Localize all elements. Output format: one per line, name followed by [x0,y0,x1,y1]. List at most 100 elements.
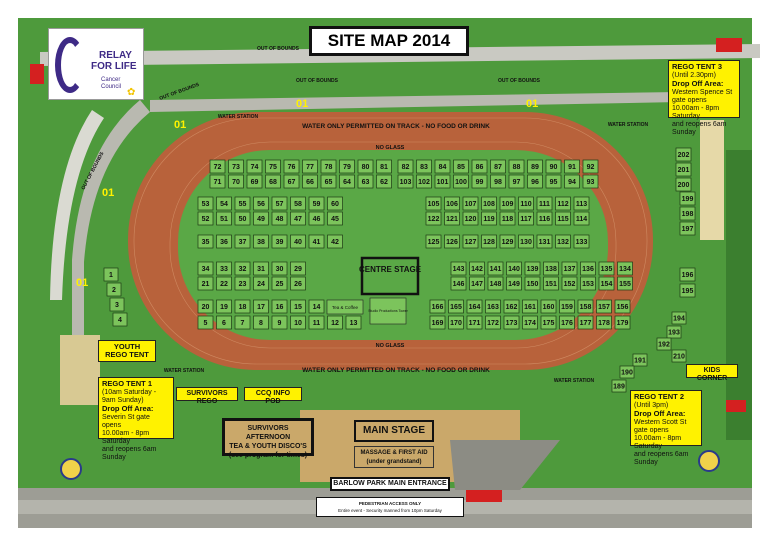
tent-box [448,315,464,330]
tent-number: 40 [294,239,302,246]
tent-number: 173 [506,320,518,327]
tent-195: 195 [679,283,696,298]
tent-126: 126 [444,234,460,249]
tent-box [559,315,575,330]
tent-number: 35 [202,239,210,246]
tent-number: 5 [204,320,208,327]
marker-01-c: 01 [174,119,186,131]
tent-box [524,261,541,276]
tent-box [416,174,432,189]
tent-122: 122 [425,211,442,226]
tent-31: 31 [253,261,269,276]
tent-number: 14 [313,304,321,311]
tent-number: 127 [465,239,477,246]
tent-box [416,159,432,174]
tent-box [197,315,214,330]
tent-number: 107 [465,201,477,208]
tent-number: 175 [543,320,555,327]
tent-71: 71 [209,174,226,189]
tent-box [524,276,541,291]
tent-number: 116 [539,216,550,223]
tent-80: 80 [357,159,374,174]
tent-88: 88 [508,159,525,174]
tent-146: 146 [450,276,467,291]
tent-box [487,276,504,291]
tent-number: 62 [380,179,388,186]
logo-org: Cancer Council [101,77,122,90]
tent-number: 81 [380,164,388,171]
out-of-bounds-3: OUT OF BOUNDS [498,78,541,84]
tent-number: 178 [598,320,610,327]
tent-box [543,276,559,291]
tent-number: 191 [634,357,646,364]
tent-58: 58 [290,196,306,211]
tent-150: 150 [524,276,541,291]
tent-box [320,174,337,189]
tent-box [471,174,488,189]
tent-number: 67 [288,179,296,186]
tent-box [518,234,534,249]
tent-85: 85 [453,159,469,174]
tent-30: 30 [271,261,288,276]
tent-86: 86 [471,159,488,174]
tent-170: 170 [448,315,464,330]
tent-107: 107 [462,196,479,211]
tent-number: 55 [239,201,247,208]
tent-137: 137 [561,261,578,276]
tent-number: 13 [350,320,358,327]
tent-68: 68 [265,174,281,189]
tent-number: 200 [678,182,690,189]
tent-101: 101 [434,174,451,189]
tent-193: 193 [666,325,682,339]
tent-number: 155 [619,281,631,288]
tent-22: 22 [216,276,232,291]
tent-box [444,196,460,211]
tent-number: 118 [502,216,513,223]
tent-194: 194 [671,311,687,325]
tent-number: 194 [673,315,685,322]
tent-210: 210 [671,349,687,363]
marker-01-d: 01 [102,187,114,199]
tent-178: 178 [596,315,612,330]
tent-number: 3 [115,302,119,309]
tent-number: 84 [439,164,447,171]
tent-116: 116 [536,211,553,226]
tent-number: 100 [455,179,467,186]
tent-box [397,174,414,189]
tent-number: 4 [118,317,122,324]
tent-153: 153 [580,276,596,291]
tent-173: 173 [503,315,520,330]
tent-72: 72 [209,159,226,174]
tent-number: 29 [294,266,302,273]
tent-number: 130 [520,239,532,246]
tent-103: 103 [397,174,414,189]
tent-box [499,211,516,226]
tent-number: 137 [564,266,576,273]
tent-number: 133 [576,239,588,246]
tent-156: 156 [614,299,631,314]
tent-number: 57 [276,201,284,208]
tent-95: 95 [545,174,562,189]
tent-box [466,299,483,314]
tent-number: 42 [331,239,339,246]
tent-box [253,196,269,211]
tent-box [216,234,232,249]
tent-118: 118 [499,211,516,226]
tent-17: 17 [253,299,269,314]
tent-box [614,315,631,330]
tent-number: 17 [257,304,265,311]
tent-box [462,196,479,211]
tent-box [536,234,553,249]
tent-box [527,159,543,174]
tent-number: 48 [276,216,284,223]
tent-box [234,261,251,276]
tent-147: 147 [469,276,485,291]
tent-box [228,174,244,189]
tent-number: 91 [568,164,576,171]
tent-number: 82 [402,164,410,171]
tent-2: 2 [106,282,122,297]
tent-number: 9 [278,320,282,327]
tent-26: 26 [290,276,306,291]
tent-108: 108 [481,196,497,211]
tent-100: 100 [453,174,469,189]
